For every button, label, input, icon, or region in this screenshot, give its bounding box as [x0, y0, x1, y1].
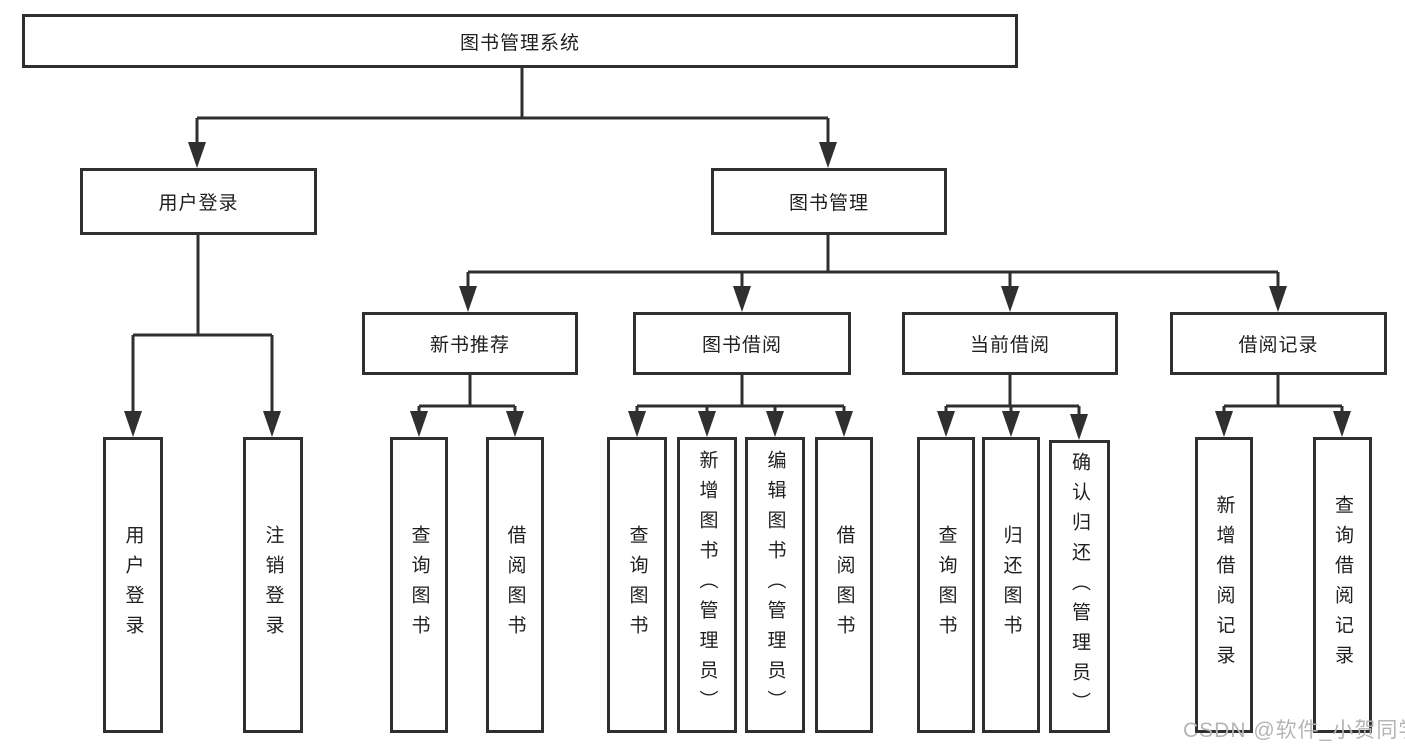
node-label: 查询图书 — [626, 525, 648, 645]
node-label: 用户登录 — [122, 525, 144, 645]
node-book-management: 图书管理 — [711, 168, 947, 235]
node-current-borrowing: 当前借阅 — [902, 312, 1118, 375]
node-label: 图书管理 — [788, 193, 869, 214]
connector-root-to-level2 — [195, 68, 830, 164]
node-label: 图书管理系统 — [459, 32, 580, 54]
leaf-query-borrow-record: 查询借阅记录 — [1313, 437, 1372, 733]
node-label: 用户登录 — [158, 193, 239, 214]
node-label: 查询图书 — [935, 525, 957, 645]
leaf-return-books: 归还图书 — [982, 437, 1040, 733]
node-book-borrowing: 图书借阅 — [633, 312, 851, 375]
arrowheads — [124, 142, 1351, 440]
leaf-current-query-books: 查询图书 — [917, 437, 975, 733]
leaf-borrow-query-books: 查询图书 — [607, 437, 667, 733]
node-label: 编辑图书（管理员） — [764, 450, 786, 720]
node-label: 当前借阅 — [969, 335, 1050, 356]
node-user-login: 用户登录 — [80, 168, 317, 235]
node-label: 注销登录 — [262, 525, 284, 645]
leaf-user-login: 用户登录 — [103, 437, 163, 733]
connector-bookborrow-to-leaves — [635, 375, 846, 433]
node-label: 新增图书（管理员） — [696, 450, 718, 720]
csdn-watermark: CSDN @软件_小贺同学 — [1183, 719, 1405, 742]
leaf-logout: 注销登录 — [243, 437, 303, 733]
connector-bookmgmt-to-level3 — [466, 235, 1280, 308]
node-label: 图书借阅 — [701, 335, 782, 356]
leaf-borrow-borrow-books: 借阅图书 — [815, 437, 873, 733]
node-label: 借阅图书 — [504, 525, 526, 645]
node-label: 新增借阅记录 — [1213, 495, 1235, 675]
node-label: 查询图书 — [408, 525, 430, 645]
leaf-newrec-borrow-books: 借阅图书 — [486, 437, 544, 733]
leaf-newrec-query-books: 查询图书 — [390, 437, 448, 733]
node-library-management-system: 图书管理系统 — [22, 14, 1018, 68]
connector-borrowrecords-to-leaves — [1222, 375, 1344, 433]
node-label: 借阅图书 — [833, 525, 855, 645]
connector-userlogin-to-leaves — [131, 235, 274, 433]
leaf-add-borrow-record: 新增借阅记录 — [1195, 437, 1253, 733]
leaf-confirm-return-admin: 确认归还（管理员） — [1049, 440, 1110, 733]
node-label: 新书推荐 — [429, 335, 510, 356]
node-label: 借阅记录 — [1238, 335, 1319, 356]
node-label: 归还图书 — [1000, 525, 1022, 645]
node-label: 确认归还（管理员） — [1069, 451, 1090, 722]
connector-newbookrec-to-leaves — [417, 375, 517, 433]
node-borrow-records: 借阅记录 — [1170, 312, 1387, 375]
node-new-book-recommend: 新书推荐 — [362, 312, 578, 375]
node-label: 查询借阅记录 — [1332, 495, 1353, 675]
leaf-edit-books-admin: 编辑图书（管理员） — [745, 437, 805, 733]
leaf-add-books-admin: 新增图书（管理员） — [677, 437, 737, 733]
